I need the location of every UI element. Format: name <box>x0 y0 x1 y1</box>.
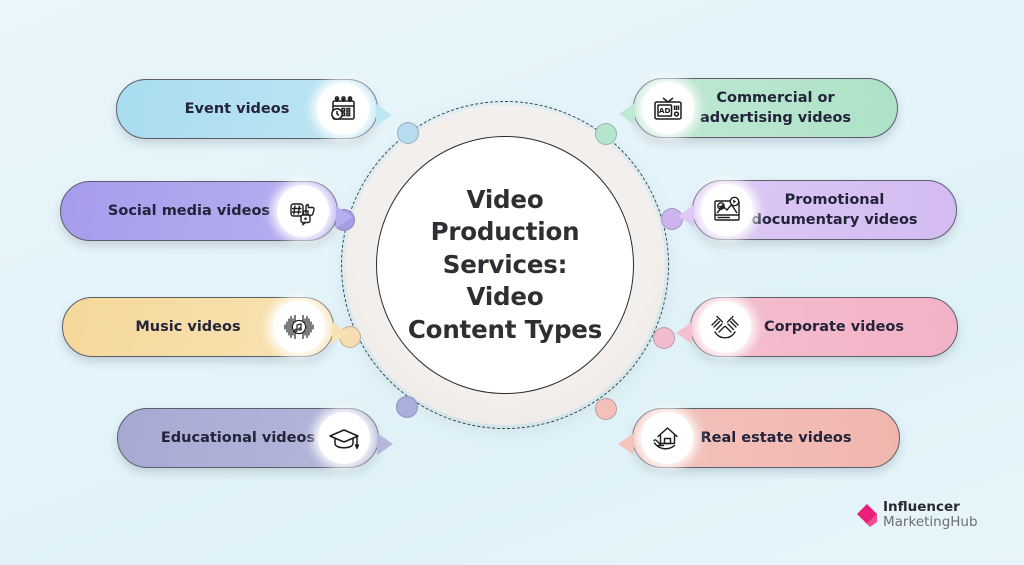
center-hub: Video Production Services: Video Content… <box>376 136 634 394</box>
brand-logo-line-2: MarketingHub <box>883 513 978 530</box>
diamond-arrow-mark <box>857 503 877 527</box>
graduation-cap-icon <box>318 412 370 464</box>
svg-text:AD: AD <box>659 106 671 115</box>
brand-logo-line-1: Influencer <box>883 499 960 515</box>
pill-educational-videos[interactable]: Educational videos <box>117 408 393 468</box>
pill-commercial-videos[interactable]: AD Commercial or advertising videos <box>619 78 898 138</box>
pill-tail-promotional-videos <box>678 205 694 227</box>
calendar-clock-icon <box>317 83 369 135</box>
pill-label-commercial-videos-line-1: Commercial or <box>716 90 835 106</box>
pill-tail-educational-videos <box>377 433 393 455</box>
page-title-line-2: Production <box>430 217 580 247</box>
pill-label-social-media-videos: Social media videos <box>107 203 271 219</box>
page-title-line-4: Content Types <box>407 314 603 344</box>
tv-ad-icon: AD <box>642 82 694 134</box>
pill-label-corporate-videos: Corporate videos <box>763 319 905 335</box>
brand-logo[interactable]: Influencer MarketingHub <box>856 500 978 529</box>
connector-dot-educational-videos <box>396 396 418 418</box>
connector-dot-event-videos <box>397 122 419 144</box>
handshake-icon <box>699 301 751 353</box>
connector-dot-commercial-videos <box>595 123 617 145</box>
pill-tail-music-videos <box>332 322 348 344</box>
pill-label-music-videos: Music videos <box>135 319 241 335</box>
pill-tail-commercial-videos <box>619 103 635 125</box>
pill-label-promotional-videos: Promotional documentary videos <box>693 190 956 230</box>
pill-label-commercial-videos-line-2: advertising videos <box>699 110 852 126</box>
pill-label-educational-videos: Educational videos <box>160 430 316 446</box>
page-title-line-3: Services: Video <box>442 249 568 312</box>
house-in-hand-icon <box>641 412 693 464</box>
music-waveform-icon <box>273 301 325 353</box>
pill-music-videos[interactable]: Music videos <box>62 297 348 357</box>
pill-label-promotional-videos-line-2: documentary videos <box>751 212 918 228</box>
photo-location-icon <box>701 184 753 236</box>
pill-event-videos[interactable]: Event videos <box>116 79 392 139</box>
hashtag-thumbsup-chat-icon <box>277 185 329 237</box>
pill-promotional-videos[interactable]: Promotional documentary videos <box>678 180 957 240</box>
connector-dot-corporate-videos <box>653 327 675 349</box>
brand-logo-text: Influencer MarketingHub <box>883 500 978 529</box>
pill-label-real-estate-videos: Real estate videos <box>700 430 852 446</box>
pill-tail-real-estate-videos <box>618 433 634 455</box>
pill-tail-corporate-videos <box>676 322 692 344</box>
pill-label-promotional-videos-line-1: Promotional <box>784 192 885 208</box>
pill-tail-social-media-videos <box>336 206 352 228</box>
connector-dot-real-estate-videos <box>595 398 617 420</box>
pill-real-estate-videos[interactable]: Real estate videos <box>618 408 900 468</box>
page-title-line-1: Video <box>466 184 544 214</box>
pill-label-event-videos: Event videos <box>184 101 290 117</box>
pill-label-commercial-videos: Commercial or advertising videos <box>634 88 897 128</box>
center-dashed-ring <box>341 101 669 429</box>
page-title: Video Production Services: Video Content… <box>403 184 608 347</box>
pill-corporate-videos[interactable]: Corporate videos <box>676 297 958 357</box>
pill-social-media-videos[interactable]: Social media videos <box>60 181 352 241</box>
pill-tail-event-videos <box>376 104 392 126</box>
